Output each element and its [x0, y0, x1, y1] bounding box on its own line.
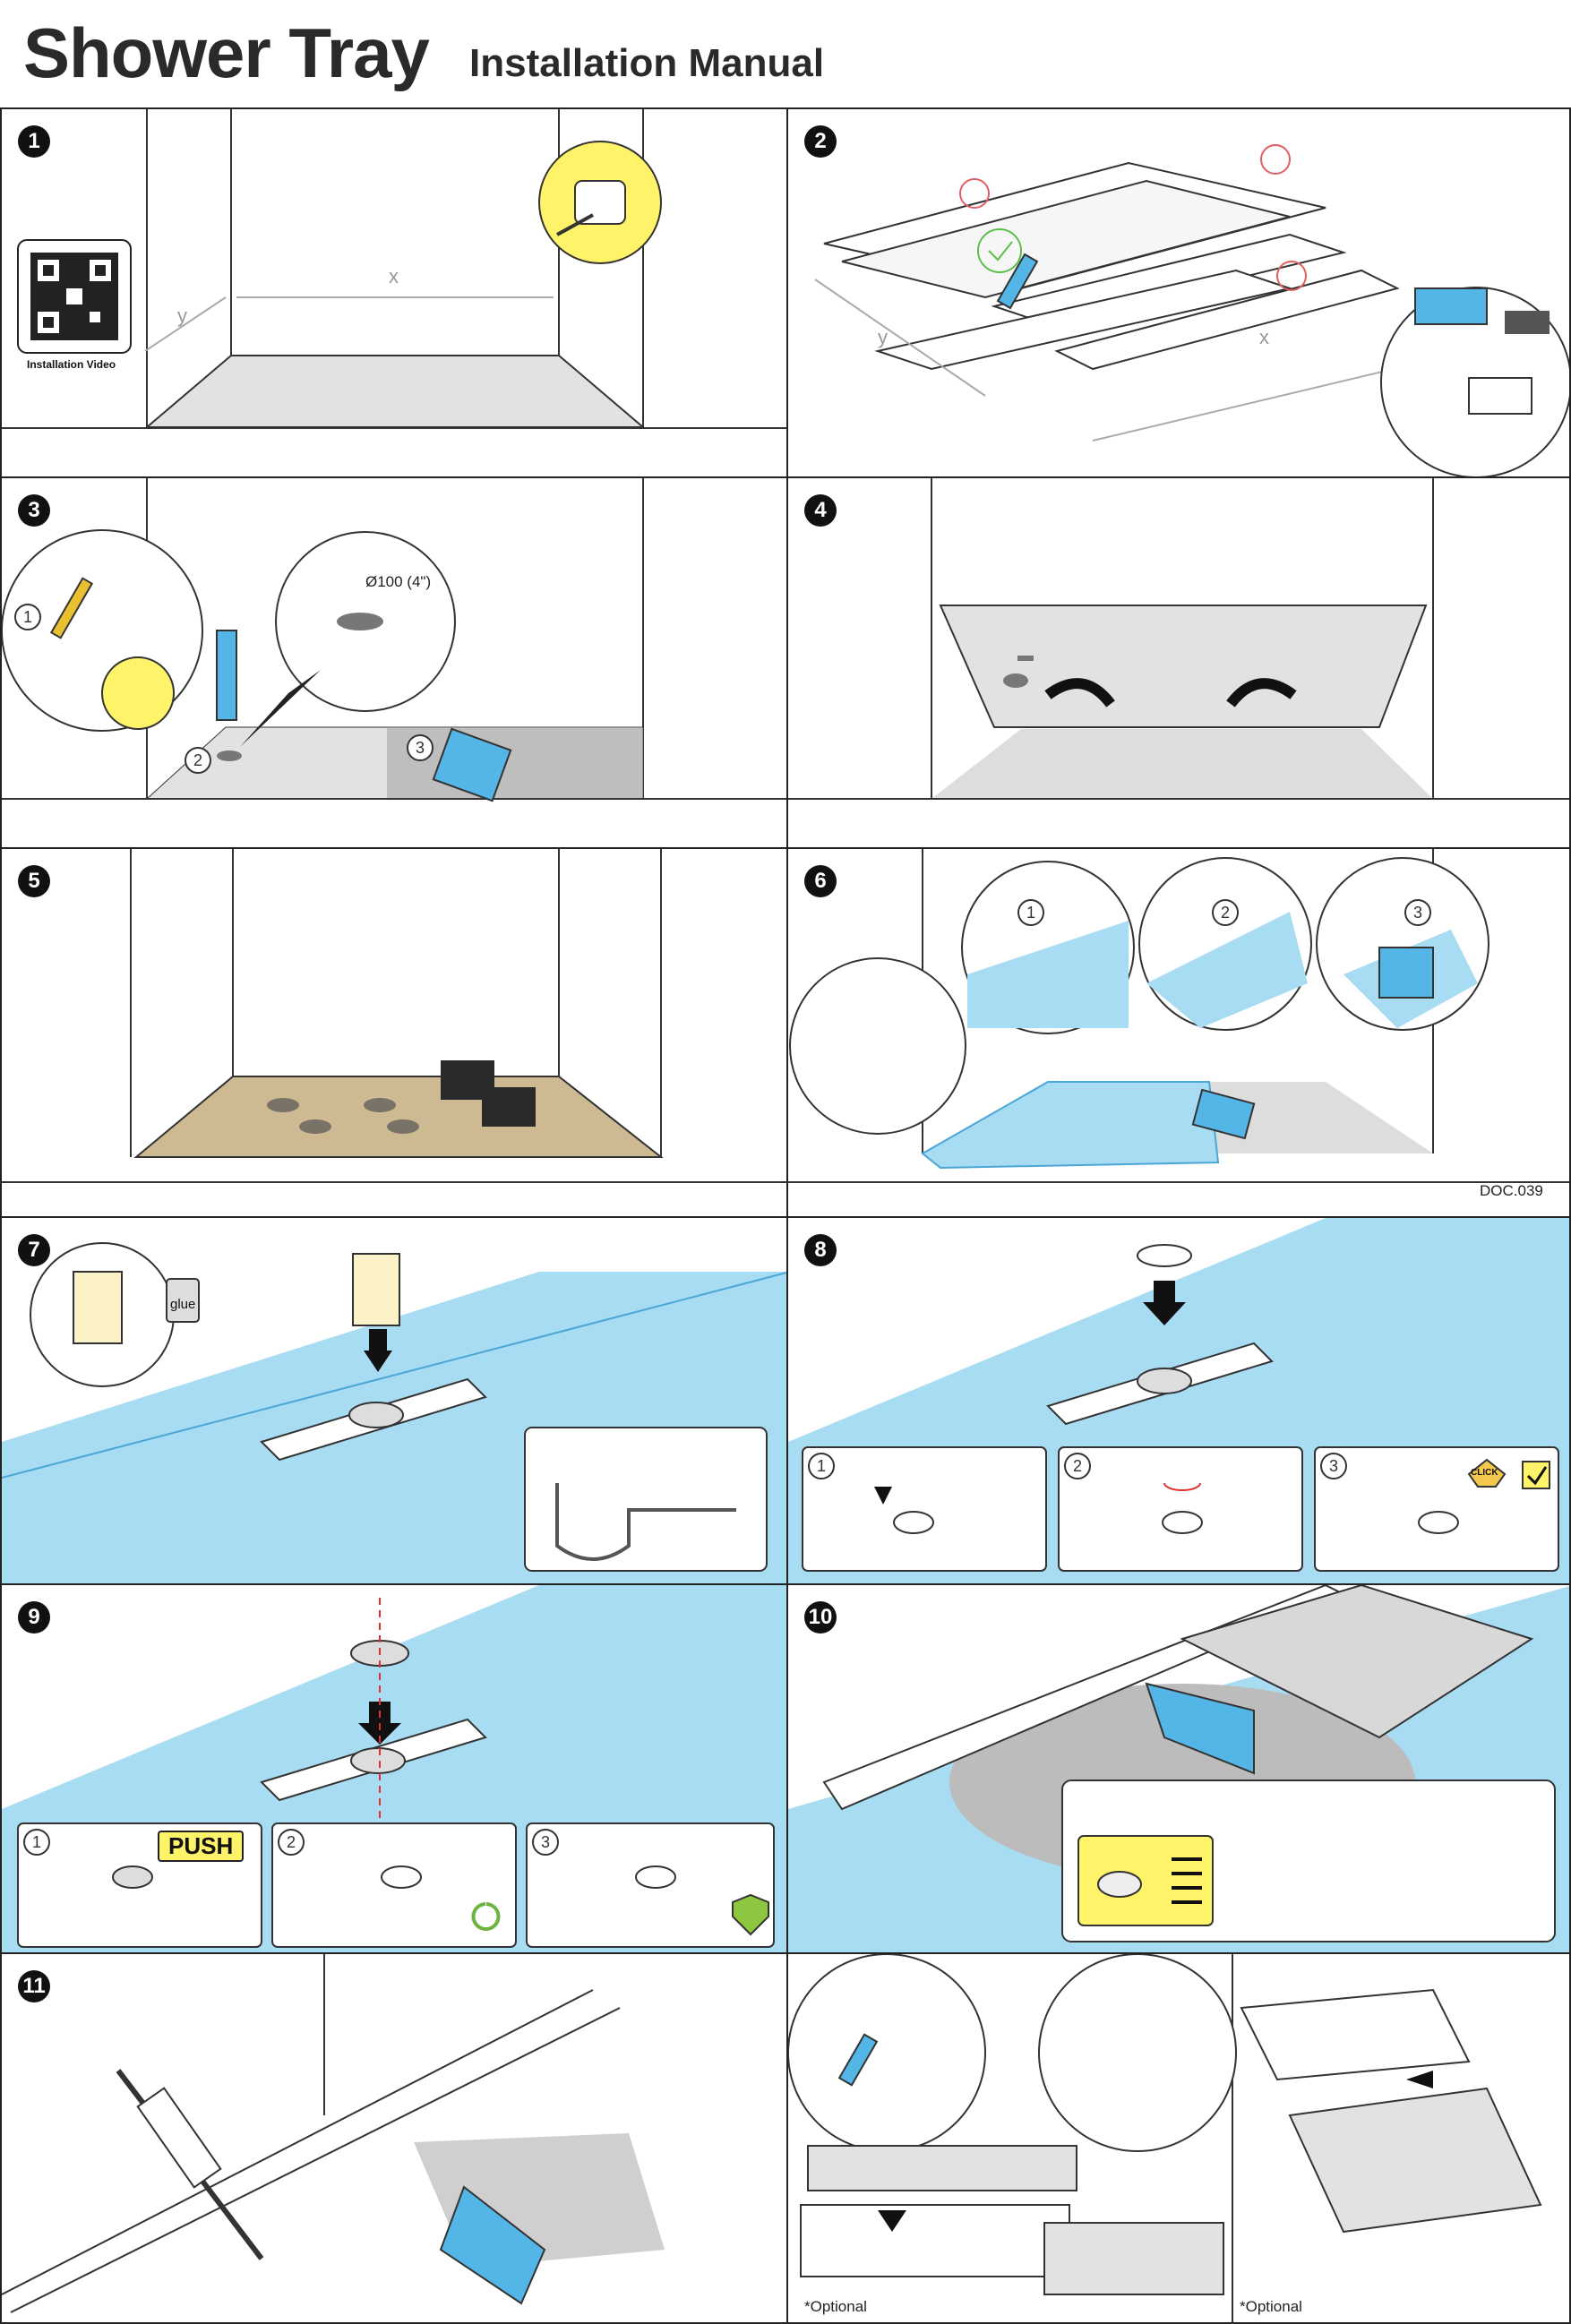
dimension-x-label: x: [389, 265, 399, 287]
sub-step-3: 3: [532, 1829, 559, 1856]
step-number: 5: [18, 865, 50, 897]
document-code: DOC.039: [1480, 1182, 1543, 1199]
tile-adhesive-illustration: [788, 1585, 1569, 1952]
step-number: 2: [804, 125, 837, 158]
panel-step-8: 8 1 2 3 CLICK: [786, 1216, 1571, 1585]
step-number: 10: [804, 1601, 837, 1634]
step-number: 7: [18, 1234, 50, 1266]
panel-step-11: 11: [0, 1952, 788, 2324]
step-number: 9: [18, 1601, 50, 1634]
panel-step-4: 4: [786, 476, 1571, 849]
qr-code-label: Installation Video: [27, 358, 116, 371]
panel-step-7: 7 glue: [0, 1216, 788, 1585]
sub-step-3: 3: [1404, 899, 1431, 926]
sub-step-1: 1: [23, 1829, 50, 1856]
page-subtitle: Installation Manual: [469, 41, 825, 85]
glue-label: glue: [170, 1297, 196, 1312]
step-number: 8: [804, 1234, 837, 1266]
panel-step-3: 3 Ø100 (4") 1 2 3: [0, 476, 788, 849]
step-on-tray-illustration: [2, 849, 786, 1183]
panel-step-2: 2 y x: [786, 107, 1571, 478]
optional-note-left: *Optional: [804, 2298, 867, 2315]
step-number: 3: [18, 494, 50, 527]
membrane-illustration: [788, 849, 1569, 1183]
optional-note-right: *Optional: [1240, 2298, 1302, 2315]
cut-tray-illustration: [814, 144, 1569, 476]
drill-drain-illustration: [2, 478, 786, 802]
sub-step-1: 1: [1017, 899, 1044, 926]
click-label: CLICK: [1471, 1468, 1498, 1478]
sub-step-3: 3: [1320, 1453, 1347, 1479]
silicone-seal-illustration: [2, 1954, 665, 2313]
panel-step-12: *Optional *Optional: [786, 1952, 1571, 2324]
insert-cap-illustration: [2, 1585, 786, 1952]
dimension-x-label: x: [1259, 326, 1269, 348]
panel-step-10: 10: [786, 1583, 1571, 1954]
sub-step-2: 2: [278, 1829, 305, 1856]
sub-step-2: 2: [1064, 1453, 1091, 1479]
step-number: 6: [804, 865, 837, 897]
sub-step-2: 2: [1212, 899, 1239, 926]
step-number: 11: [18, 1970, 50, 2002]
glue-drain-illustration: [2, 1242, 786, 1583]
panel-step-1: 1 Installation Video x y: [0, 107, 788, 478]
panel-step-6: 6 1 2 3 DOC.039: [786, 847, 1571, 1218]
sub-step-2: 2: [185, 747, 211, 774]
panel-step-9: 9 1 2 3 PUSH: [0, 1583, 788, 1954]
step-number: 4: [804, 494, 837, 527]
cover-fitting-illustration: [788, 1954, 1542, 2322]
place-tray-illustration: [788, 478, 1569, 800]
drain-diameter-label: Ø100 (4"): [365, 573, 432, 590]
panel-step-5: 5: [0, 847, 788, 1218]
dimension-y-label: y: [177, 304, 187, 327]
push-label: PUSH: [158, 1831, 245, 1862]
sub-step-1: 1: [14, 604, 41, 630]
room-measure-illustration: [2, 109, 786, 429]
sub-step-3: 3: [407, 734, 434, 761]
dimension-y-label: y: [878, 326, 888, 348]
sub-step-1: 1: [808, 1453, 835, 1479]
step-number: 1: [18, 125, 50, 158]
insert-ring-illustration: [788, 1218, 1569, 1583]
page-title: Shower Tray: [23, 13, 430, 92]
